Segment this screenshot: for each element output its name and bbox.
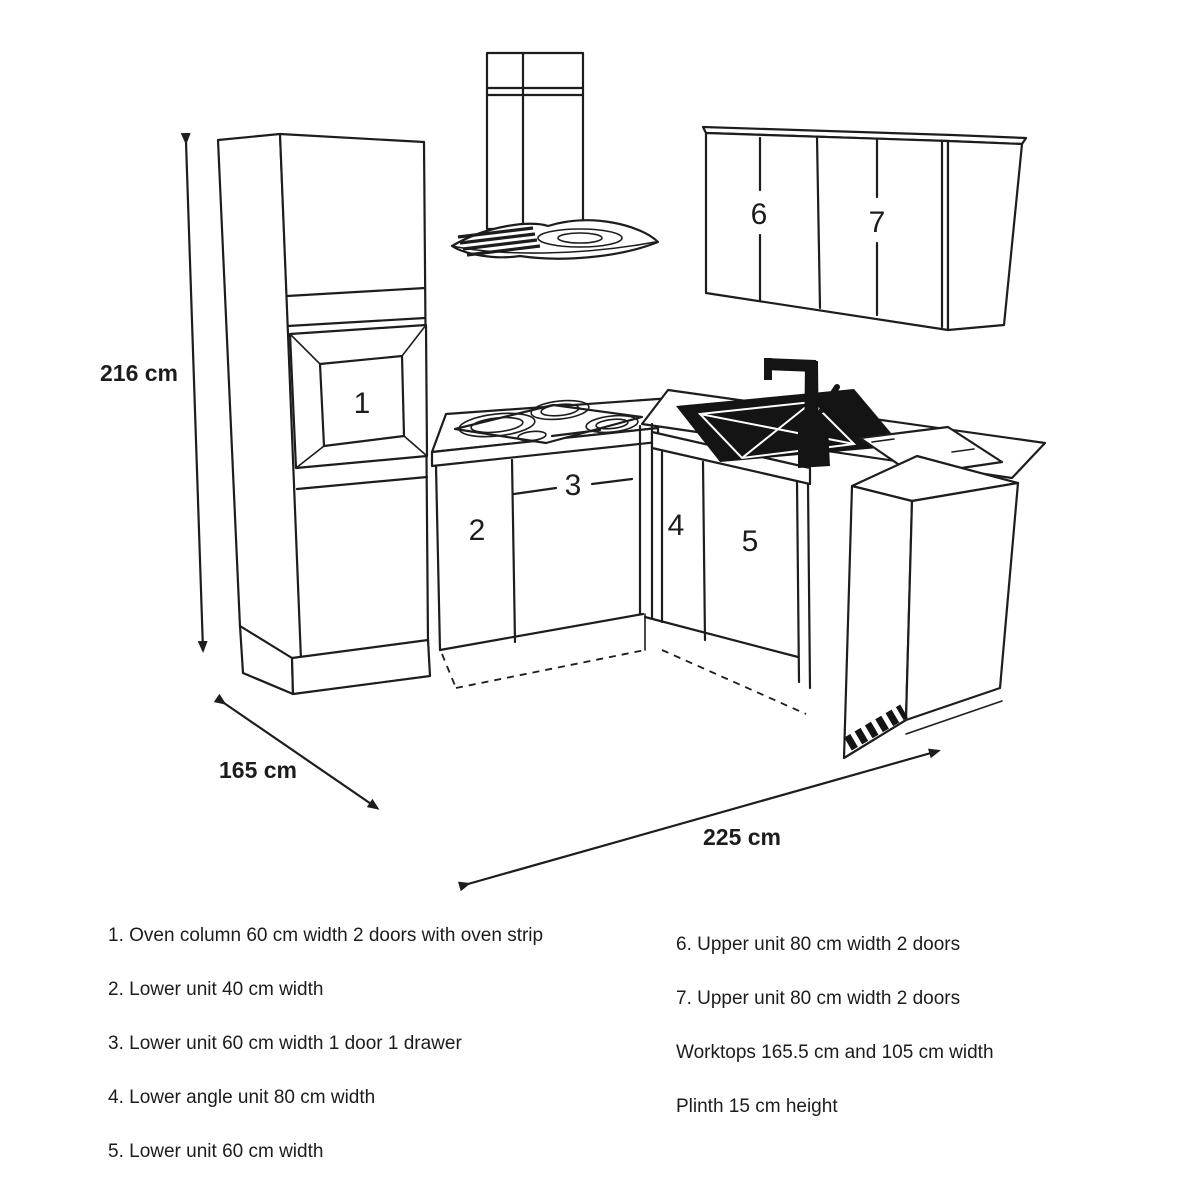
sink-drawing [676,389,1004,477]
legend-item-3: 3. Lower unit 60 cm width 1 door 1 drawe… [108,1033,462,1054]
dimension-width: 225 cm [457,748,941,892]
unit-label-5: 5 [742,525,759,558]
cooker-hood-drawing [450,51,660,260]
legend-left-column: 1. Oven column 60 cm width 2 doors with … [108,909,543,1179]
legend-item-5: 5. Lower unit 60 cm width [108,1141,324,1162]
oven-column-drawing: 1 [216,132,432,696]
unit-label-6: 6 [751,198,768,231]
dimension-height: 216 cm [100,132,208,653]
legend-item-7: 7. Upper unit 80 cm width 2 doors [676,988,961,1009]
unit-label-7: 7 [869,206,886,239]
legend-right-column: 6. Upper unit 80 cm width 2 doors 7. Upp… [676,918,994,1134]
legend-item-2: 2. Lower unit 40 cm width [108,979,324,1000]
hob-drawing [453,399,644,445]
width-dimension-label: 225 cm [703,824,781,850]
legend-item-4: 4. Lower angle unit 80 cm width [108,1087,376,1108]
legend-item-6: 6. Upper unit 80 cm width 2 doors [676,934,961,955]
legend-item-1: 1. Oven column 60 cm width 2 doors with … [108,925,544,946]
unit-label-2: 2 [469,514,486,547]
legend-item-plinth: Plinth 15 cm height [676,1096,838,1117]
upper-wall-units-drawing: 6 7 [701,125,1028,332]
height-dimension-label: 216 cm [100,360,178,386]
appliance-drawing [842,454,1020,760]
unit-label-1: 1 [354,387,371,420]
legend-item-worktops: Worktops 165.5 cm and 105 cm width [676,1042,994,1063]
unit-label-3: 3 [565,469,582,502]
dimension-depth: 165 cm [213,693,380,810]
faucet-drawing [764,358,840,468]
unit-label-4: 4 [668,509,685,542]
depth-dimension-label: 165 cm [219,757,297,783]
